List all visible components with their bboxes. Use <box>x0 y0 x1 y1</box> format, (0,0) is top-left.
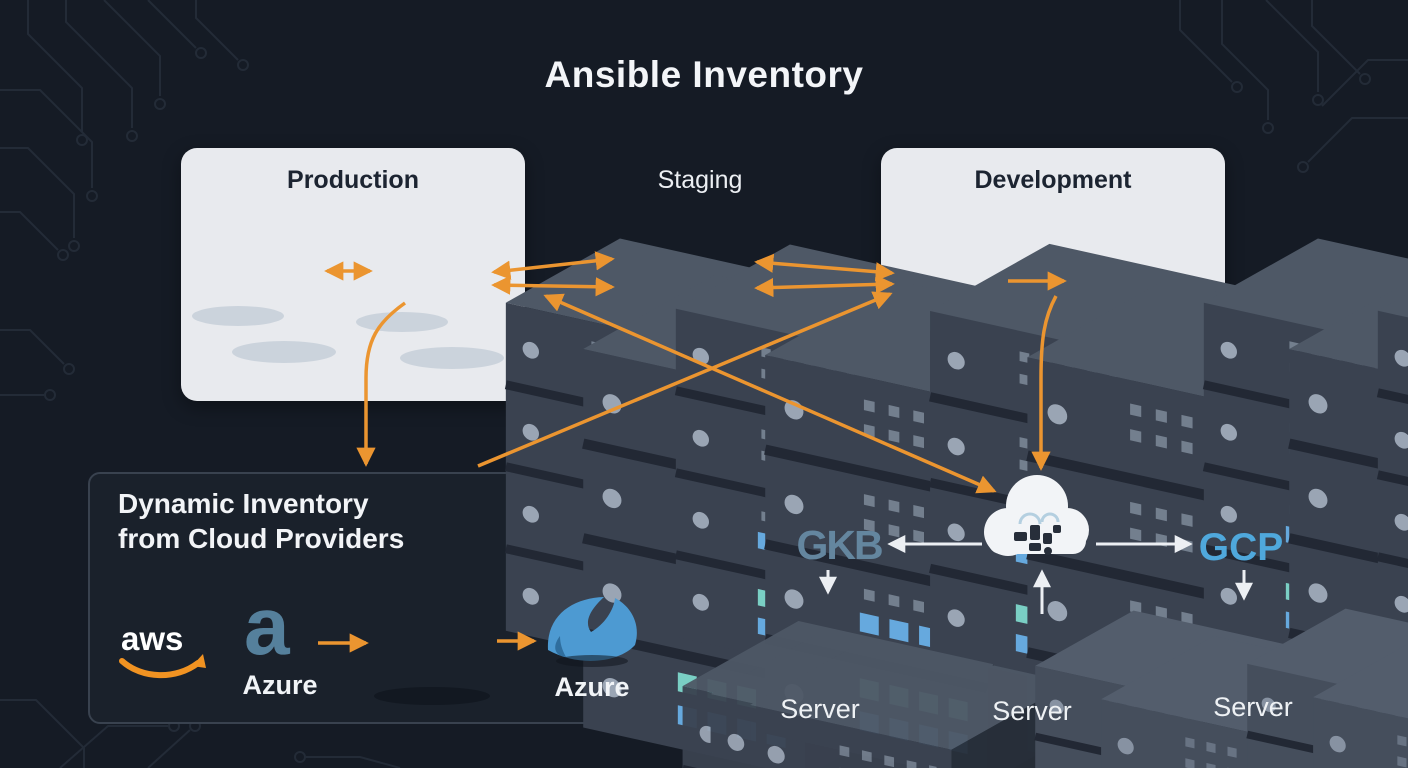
dynamic-inventory-title: Dynamic Inventory from Cloud Providers <box>118 486 404 556</box>
aws-logo-text: aws <box>121 620 184 657</box>
server-left-label: Server <box>780 694 860 724</box>
azure-target-label: Azure <box>554 672 630 702</box>
dynamic-inventory-title-line2: from Cloud Providers <box>118 523 405 554</box>
development-group-label: Development <box>974 166 1132 194</box>
azure-letter-icon: a <box>244 581 290 672</box>
azure-source-label: Azure <box>242 670 318 700</box>
gcp-provider-label: GCP <box>1198 526 1284 569</box>
production-group-label: Production <box>287 166 419 194</box>
staging-group-label: Staging <box>657 166 743 194</box>
page-title: Ansible Inventory <box>544 54 864 95</box>
gkb-provider-label: GKB <box>796 522 883 568</box>
server-right-label: Server <box>1213 692 1293 722</box>
dynamic-inventory-title-line1: Dynamic Inventory <box>118 488 369 519</box>
server-middle-label: Server <box>992 696 1072 726</box>
